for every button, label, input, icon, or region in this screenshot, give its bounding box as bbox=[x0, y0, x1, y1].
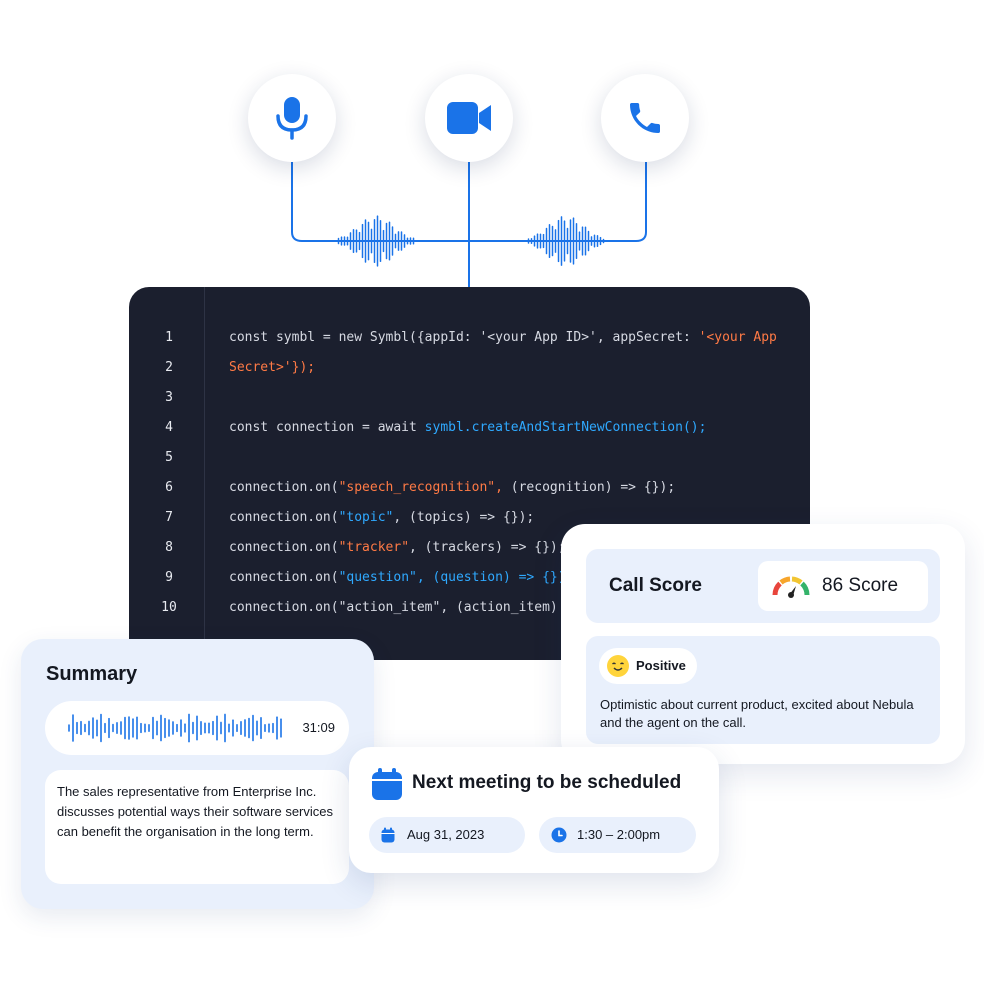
code-token: connection.on( bbox=[229, 570, 339, 585]
code-token: '<your App bbox=[698, 330, 777, 345]
meeting-title: Next meeting to be scheduled bbox=[412, 772, 682, 793]
meeting-time-pill[interactable]: 1:30 – 2:00pm bbox=[539, 817, 696, 853]
meeting-time: 1:30 – 2:00pm bbox=[577, 827, 661, 842]
code-token: "speech_recognition", bbox=[338, 480, 503, 495]
code-token: , (trackers) => {}); bbox=[409, 540, 566, 555]
audio-waveform[interactable] bbox=[57, 701, 287, 755]
line-number: 10 bbox=[161, 600, 177, 615]
sentiment-label: Positive bbox=[636, 658, 686, 673]
score-value: 86 Score bbox=[822, 575, 899, 596]
meeting-date-pill[interactable]: Aug 31, 2023 bbox=[369, 817, 525, 853]
code-line: 4 const connection = await symbl.createAn… bbox=[129, 413, 810, 443]
gutter-divider bbox=[204, 287, 205, 660]
code-text: connection.on("question", (question) => … bbox=[229, 563, 573, 593]
video-call-button[interactable] bbox=[425, 74, 513, 162]
code-line: 1 const symbl = new Symbl({appId: '<your … bbox=[129, 323, 810, 353]
sentiment-description: Optimistic about current product, excite… bbox=[600, 697, 914, 730]
sentiment-badge: Positive bbox=[599, 648, 697, 684]
code-text: Secret>'}); bbox=[229, 353, 315, 383]
summary-text: The sales representative from Enterprise… bbox=[57, 784, 334, 839]
summary-text-box: The sales representative from Enterprise… bbox=[45, 770, 349, 884]
code-text: const connection = await symbl.createAnd… bbox=[229, 413, 706, 443]
line-number: 7 bbox=[165, 510, 173, 525]
meeting-date: Aug 31, 2023 bbox=[407, 827, 485, 842]
smiley-icon bbox=[607, 655, 629, 677]
next-meeting-card: Next meeting to be scheduled Aug 31, 202… bbox=[349, 747, 719, 873]
waveform-right bbox=[527, 216, 605, 266]
code-token: connection.on( bbox=[229, 480, 339, 495]
line-number: 6 bbox=[165, 480, 173, 495]
line-number: 4 bbox=[165, 420, 173, 435]
code-token: "topic" bbox=[338, 510, 394, 525]
code-token: "tracker" bbox=[338, 540, 410, 555]
code-text: connection.on("tracker", (trackers) => {… bbox=[229, 533, 566, 563]
summary-title: Summary bbox=[46, 663, 138, 685]
code-line: 6 connection.on("speech_recognition", (re… bbox=[129, 473, 810, 503]
video-camera-icon bbox=[447, 102, 491, 134]
call-score-card: Call Score 86 Score Positive Optimistic bbox=[561, 524, 965, 764]
summary-card: Summary 31:09 The sales representative f… bbox=[21, 639, 374, 909]
code-token: symbl.createAndStartNewConnection(); bbox=[424, 420, 707, 435]
line-number: 3 bbox=[165, 390, 173, 405]
code-line: 3 bbox=[129, 383, 810, 413]
code-line: 2 Secret>'}); bbox=[129, 353, 810, 383]
code-token: "question", (question) => {}); bbox=[338, 570, 574, 585]
call-score-label: Call Score bbox=[609, 575, 702, 596]
audio-player[interactable]: 31:09 bbox=[45, 701, 349, 755]
waveform-left bbox=[337, 215, 415, 267]
code-token: (recognition) => {}); bbox=[502, 480, 676, 495]
microphone-icon bbox=[276, 97, 308, 140]
code-line: 7 connection.on("topic", (topics) => {}); bbox=[129, 503, 810, 533]
code-token: const connection = await bbox=[229, 420, 425, 435]
code-token: , (topics) => {}); bbox=[393, 510, 535, 525]
clock-icon bbox=[551, 827, 567, 843]
line-number: 5 bbox=[165, 450, 173, 465]
code-token: connection.on( bbox=[229, 540, 339, 555]
line-number: 2 bbox=[165, 360, 173, 375]
sentiment-box: Positive Optimistic about current produc… bbox=[586, 636, 940, 744]
call-score-header: Call Score 86 Score bbox=[586, 549, 940, 623]
code-text: connection.on("speech_recognition", (rec… bbox=[229, 473, 675, 503]
code-token: const symbl = new Symbl({appId: '<your A… bbox=[229, 330, 699, 345]
code-line: 8 connection.on("tracker", (trackers) => … bbox=[129, 533, 810, 563]
calendar-icon bbox=[381, 827, 395, 843]
audio-duration: 31:09 bbox=[302, 720, 335, 735]
line-number: 9 bbox=[165, 570, 173, 585]
line-number: 8 bbox=[165, 540, 173, 555]
phone-call-button[interactable] bbox=[601, 74, 689, 162]
score-badge: 86 Score bbox=[758, 561, 928, 611]
line-number: 1 bbox=[165, 330, 173, 345]
code-token: Secret>'}); bbox=[229, 360, 316, 375]
gauge-icon bbox=[772, 576, 810, 598]
phone-icon bbox=[630, 103, 660, 133]
microphone-button[interactable] bbox=[248, 74, 336, 162]
code-text: const symbl = new Symbl({appId: '<your A… bbox=[229, 323, 777, 353]
code-token: connection.on( bbox=[229, 510, 339, 525]
code-line: 5 bbox=[129, 443, 810, 473]
code-line: 9 connection.on("question", (question) =>… bbox=[129, 563, 810, 593]
calendar-icon bbox=[372, 768, 402, 800]
code-text: connection.on("topic", (topics) => {}); bbox=[229, 503, 534, 533]
